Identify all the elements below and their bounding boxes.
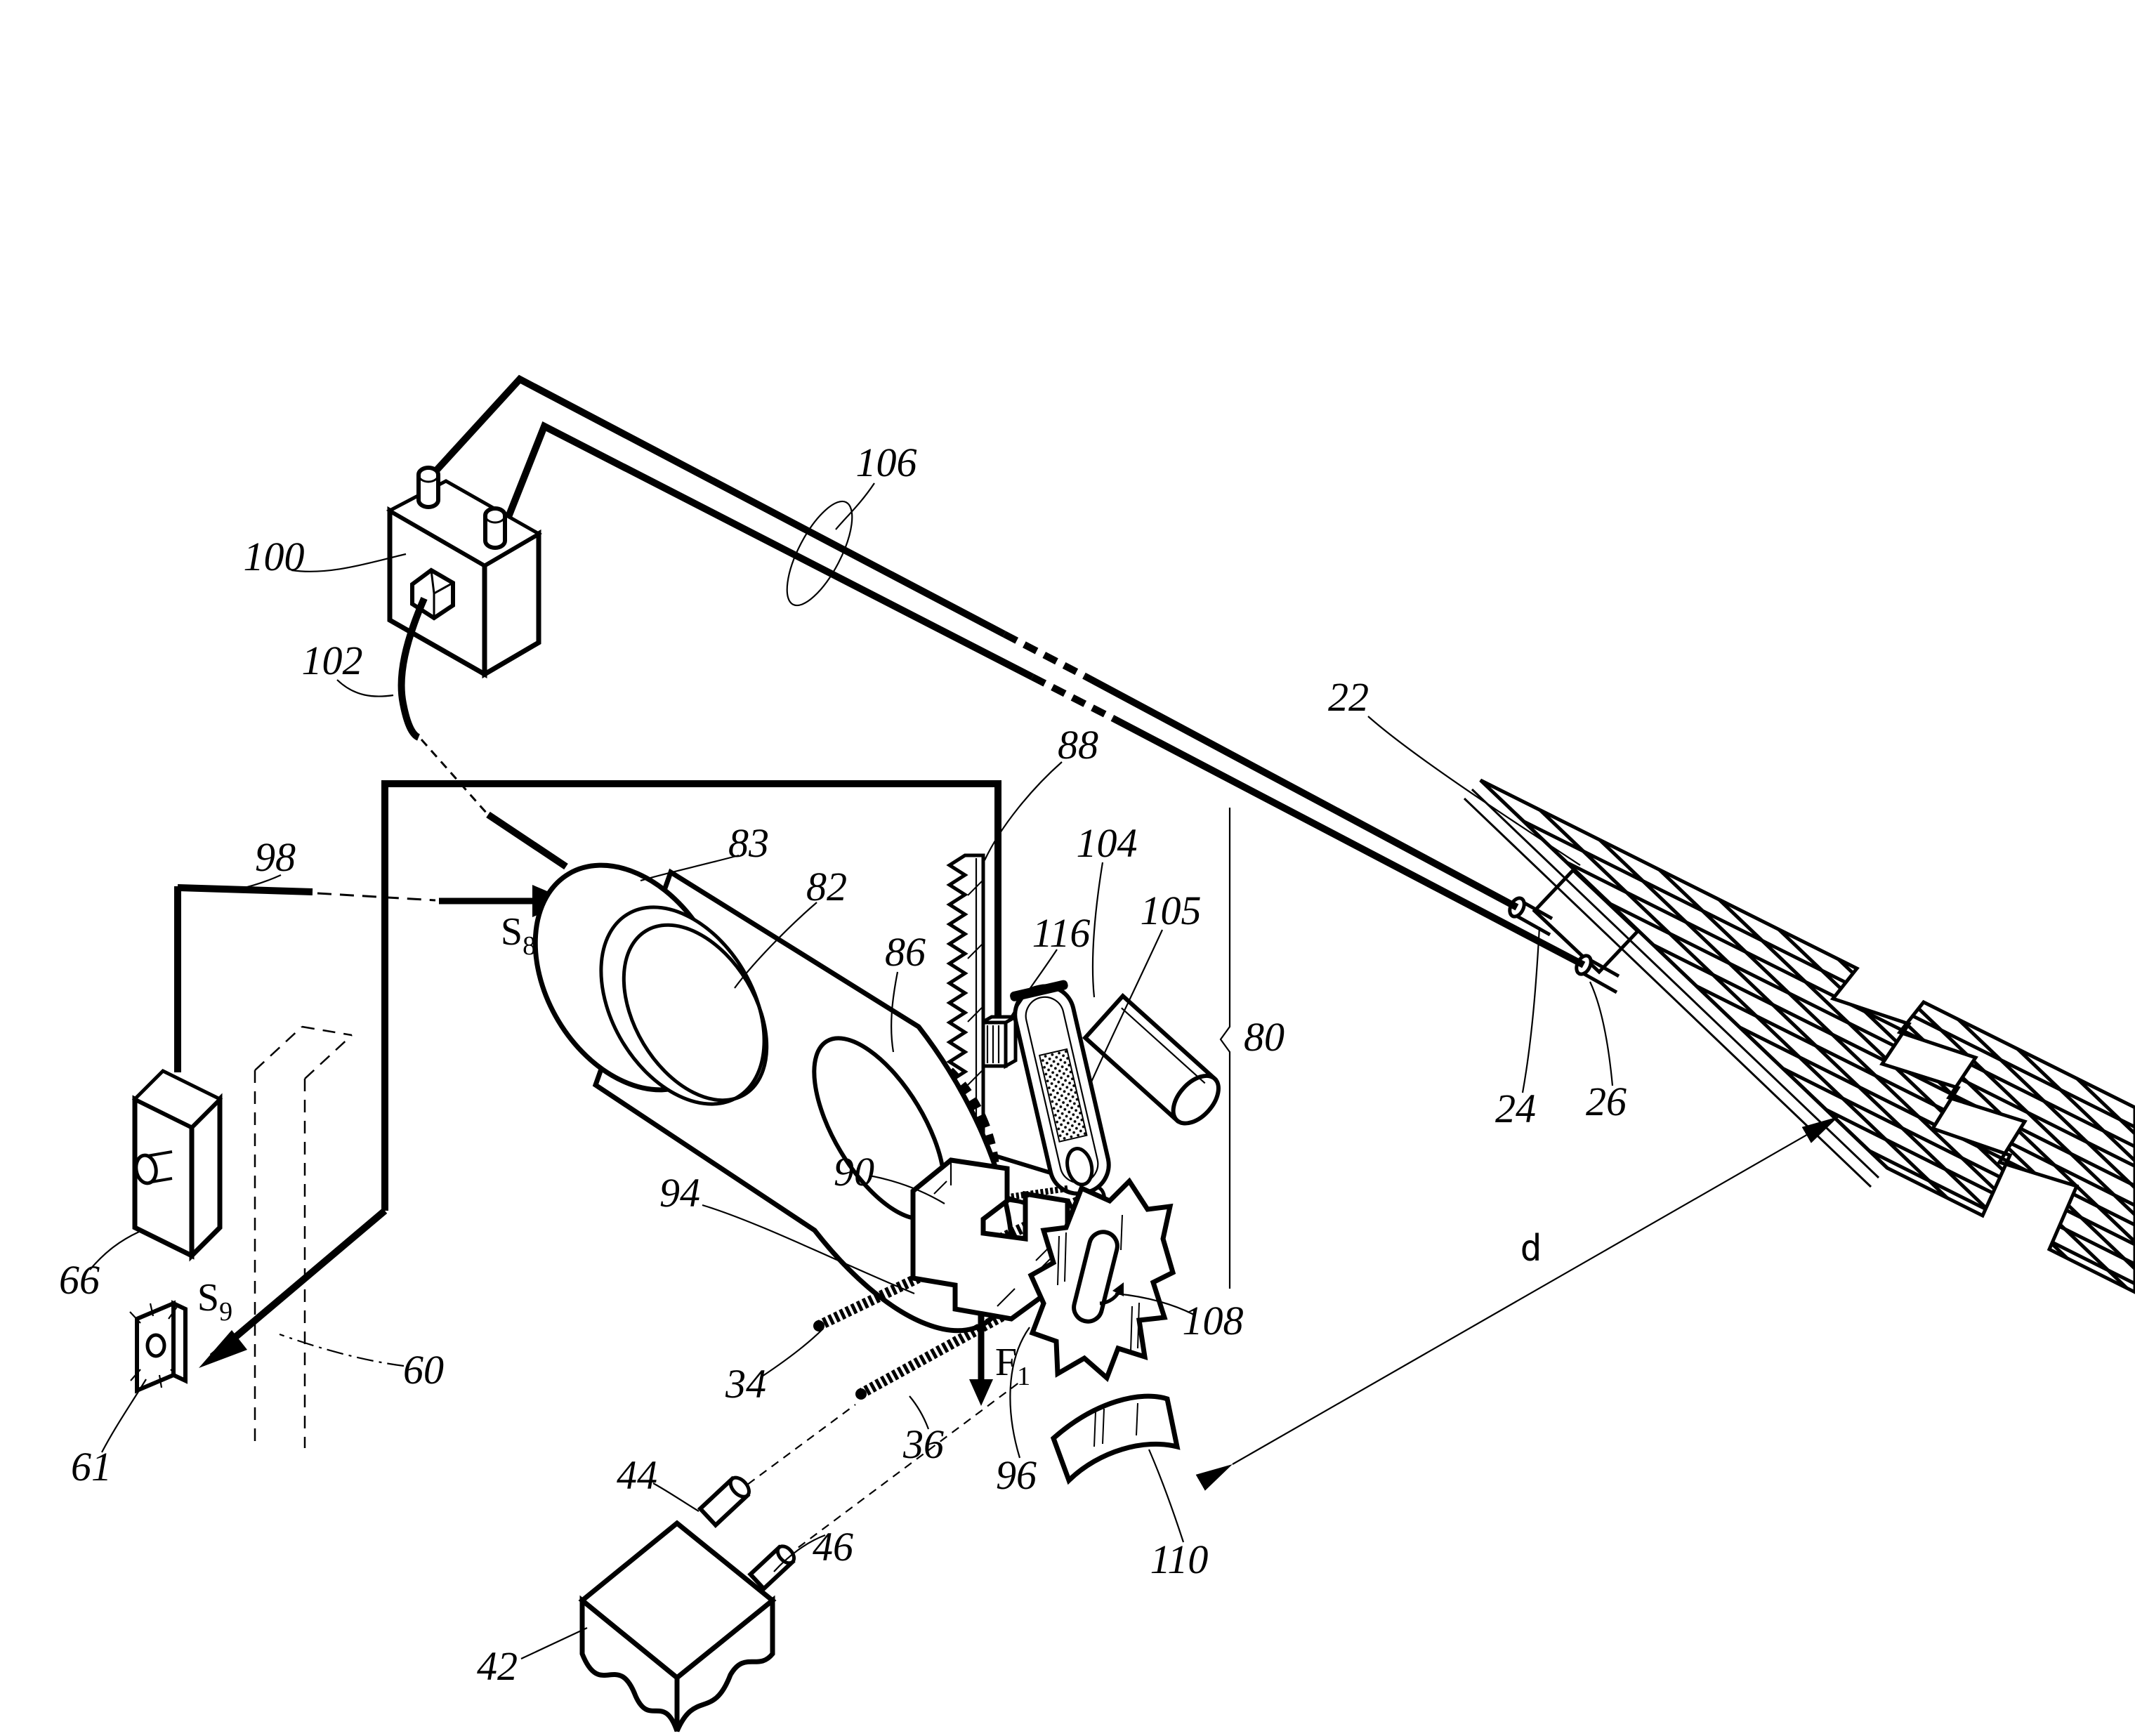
peg-44-guide-dashed (735, 1404, 856, 1494)
wire-positive-dashed (1002, 631, 1087, 680)
label-80: 80 (1244, 1014, 1285, 1060)
battery-terminal-1 (416, 466, 440, 509)
label-61: 61 (71, 1444, 112, 1490)
panel-section-outline (1479, 778, 2013, 1218)
label-46: 46 (813, 1524, 853, 1570)
support-block-42 (578, 1475, 796, 1732)
wire-98-dashed (317, 892, 436, 902)
f1-sub: 1 (1017, 1362, 1030, 1391)
leader-lines (89, 482, 1614, 1659)
ratchet-shading (1057, 1214, 1140, 1353)
label-104: 104 (1077, 820, 1138, 866)
s8-base: S (501, 910, 523, 954)
wire-pair-marker-ellipse (786, 500, 853, 607)
carrier-bracket-90 (910, 1157, 1070, 1322)
peg-46-guide-dashed (786, 1381, 1020, 1557)
signal-wire-loop (174, 780, 1023, 1368)
wire-negative-dashed (1030, 673, 1115, 722)
label-88: 88 (1058, 722, 1098, 768)
label-d: d (1520, 1228, 1542, 1270)
motor-cap-83 (532, 862, 769, 1106)
label-36: 36 (902, 1421, 944, 1467)
label-44: 44 (617, 1452, 657, 1498)
label-108: 108 (1183, 1298, 1244, 1343)
dashed-wall (254, 1025, 353, 1448)
label-102: 102 (302, 638, 363, 683)
label-83: 83 (728, 820, 769, 866)
battery-terminal-2 (483, 506, 507, 550)
wire-98-horizontal (177, 884, 313, 895)
s8-sub: 8 (523, 931, 536, 961)
label-s9: S9 (197, 1276, 232, 1327)
s9-sub: 9 (219, 1297, 232, 1327)
label-82: 82 (806, 864, 847, 909)
label-26: 26 (1586, 1079, 1627, 1124)
wire-negative-end (1111, 715, 1586, 968)
label-22: 22 (1328, 674, 1369, 720)
block-peg-44 (697, 1475, 751, 1528)
panel-torn-section-outline (1896, 999, 2135, 1294)
label-94: 94 (659, 1170, 700, 1216)
label-96: 96 (996, 1452, 1037, 1498)
s9-base: S (197, 1276, 219, 1320)
plate-61-ticks (129, 1303, 180, 1388)
ratchet-segment-110 (1050, 1393, 1181, 1485)
label-s8: S8 (501, 910, 536, 961)
label-105: 105 (1141, 888, 1202, 933)
crank-handle (1082, 993, 1221, 1126)
panel-border-line-1 (1471, 788, 1880, 1179)
label-98: 98 (255, 834, 296, 880)
label-86: 86 (885, 929, 926, 975)
dimension-line-d (1195, 1116, 1839, 1491)
label-116: 116 (1032, 910, 1091, 956)
wire-positive-end (1083, 673, 1519, 911)
panel-bracket (1532, 867, 1641, 975)
ratchet-plate-96 (1027, 1177, 1176, 1382)
f1-base: F (995, 1341, 1017, 1384)
label-60: 60 (403, 1347, 444, 1393)
solar-panel (1400, 726, 2135, 1646)
label-100: 100 (244, 534, 305, 579)
solar-panel-grid (1400, 726, 2135, 1646)
assembly-brace-80 (1219, 808, 1231, 1289)
label-106: 106 (856, 440, 917, 485)
label-66: 66 (59, 1257, 100, 1303)
label-90: 90 (834, 1149, 874, 1195)
crank-pivot-hole (1065, 1147, 1094, 1187)
wire-loop-path (381, 780, 1001, 1211)
wire-positive (427, 374, 1006, 638)
sensor-plate-61 (129, 1300, 188, 1394)
wire-negative (501, 421, 1034, 680)
friction-pad-105 (1038, 1048, 1088, 1143)
s9-arrow (199, 1208, 388, 1368)
segment-shading (1093, 1402, 1138, 1447)
label-24: 24 (1495, 1086, 1536, 1131)
limit-block-116 (975, 1013, 1023, 1070)
ratchet-slot-108 (1072, 1230, 1119, 1324)
control-cable-102 (398, 597, 568, 870)
battery-wires-106 (427, 374, 1586, 968)
sensor-66 (131, 1068, 223, 1262)
block-peg-46 (747, 1544, 796, 1592)
label-34: 34 (725, 1361, 766, 1407)
label-f1: F1 (995, 1341, 1030, 1391)
label-42: 42 (477, 1643, 518, 1689)
label-110: 110 (1150, 1537, 1209, 1582)
sensor-66-lens (134, 1150, 173, 1185)
reference-labels: 100 102 106 22 98 83 82 86 88 104 105 11… (59, 440, 1627, 1689)
